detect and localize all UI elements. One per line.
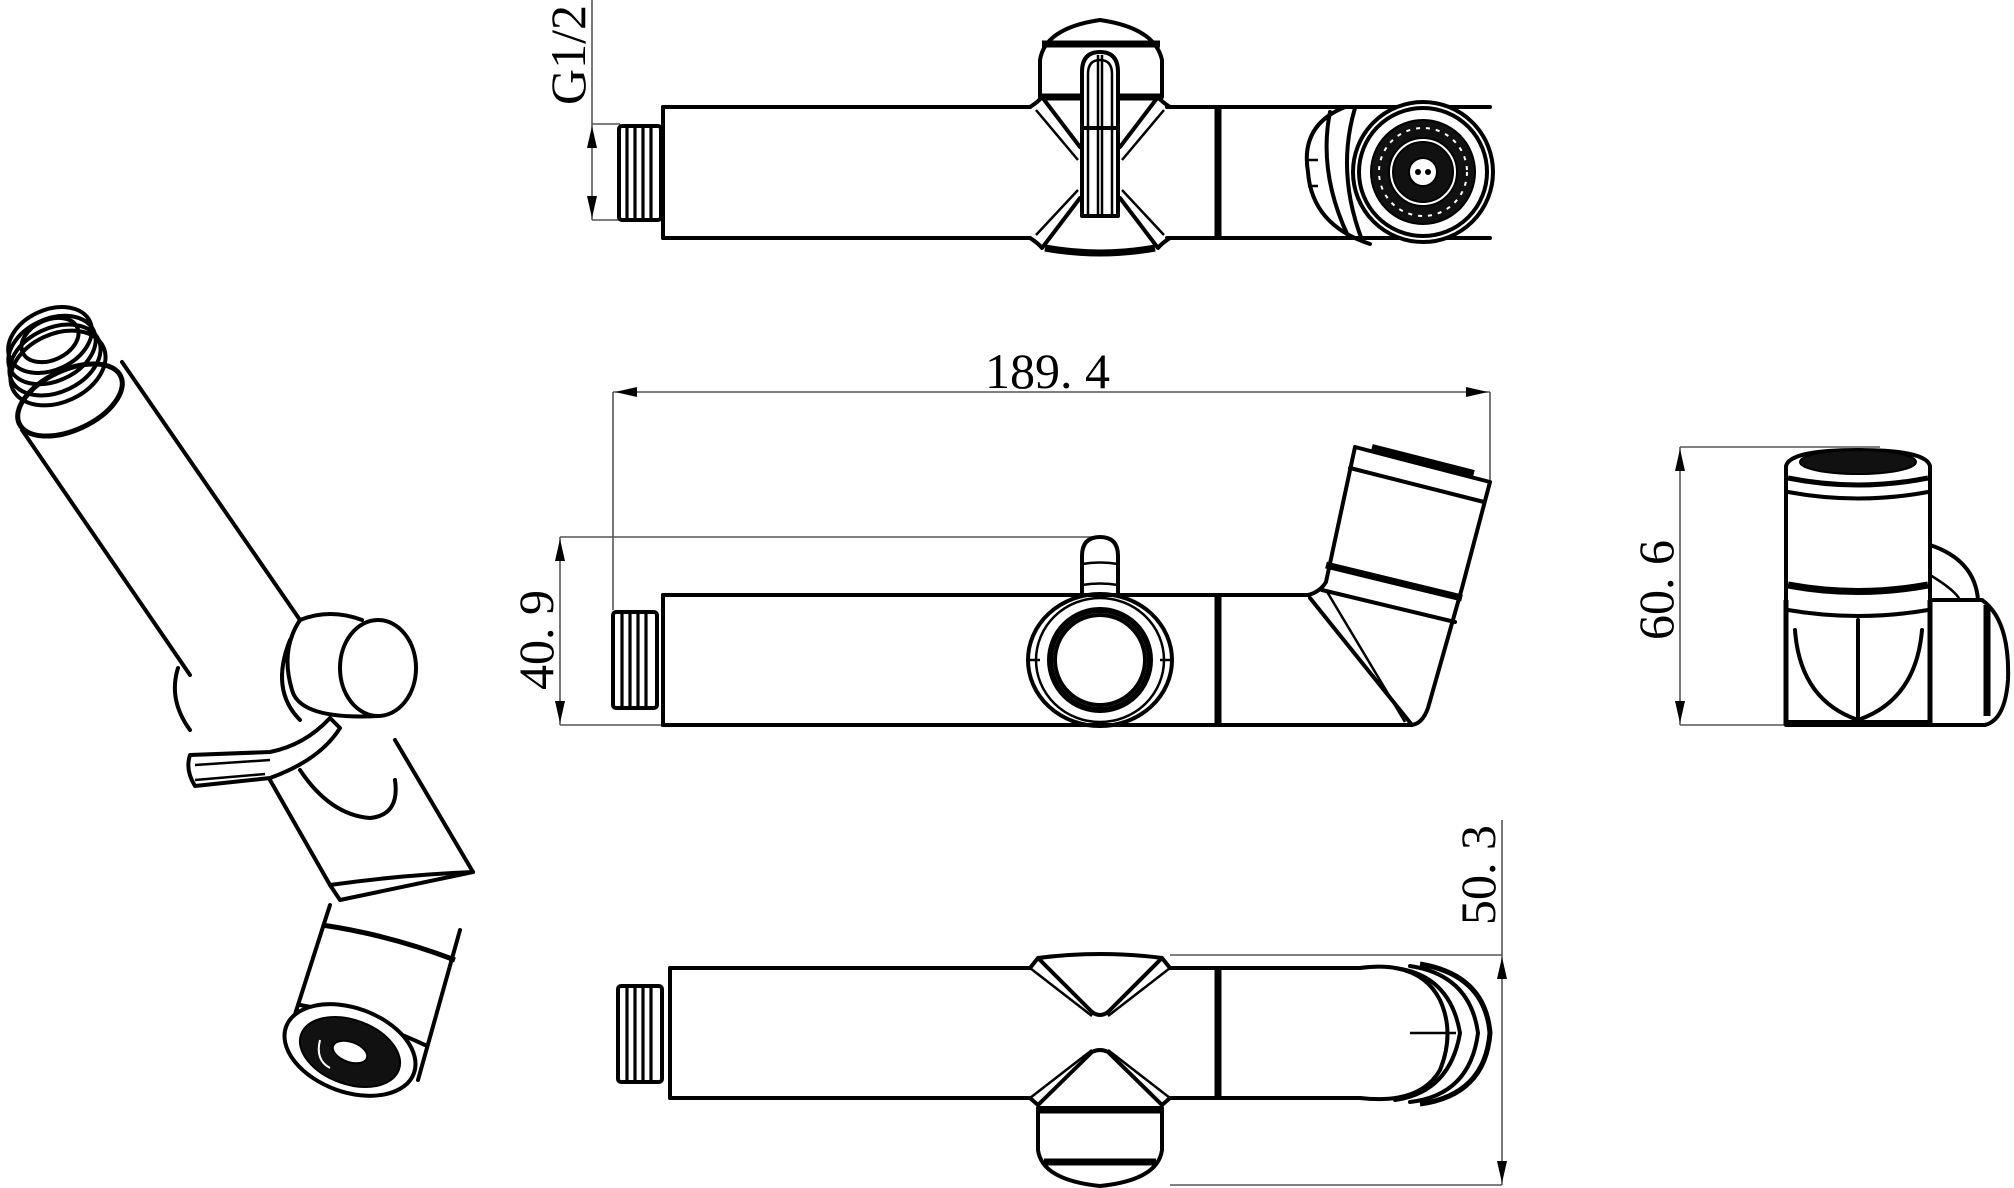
dimension-label-length: 189. 4 [985,343,1110,399]
dimension-side-height: 60. 6 [1628,446,1880,726]
bottom-view: 50. 3 [616,820,1507,1188]
top-view: G1/2 [540,0,1495,257]
thread-connector [611,593,665,727]
thread-connector [616,966,672,1100]
valve-knob [1036,1106,1164,1188]
dimension-label-height: 40. 9 [508,590,564,690]
dimension-overall-length: 189. 4 [612,343,1491,610]
valve-knob [1026,592,1174,728]
dimension-label-bottom: 50. 3 [1450,825,1506,925]
spray-head [1306,444,1492,727]
isometric-view [6,305,475,1098]
valve-lever [1080,535,1120,597]
spray-head [1358,961,1493,1107]
dimension-bottom-width: 50. 3 [1170,820,1507,1186]
spray-head [282,903,462,1098]
valve-lever [186,716,342,788]
valve-knob [172,612,418,732]
dimension-label-side: 60. 6 [1628,540,1684,640]
dimension-lever-height: 40. 9 [508,536,1100,726]
thread-connector [617,105,665,240]
dimension-label-g12: G1/2 [540,5,596,105]
front-view: 189. 4 40. 9 [508,343,1492,728]
valve-lever [1080,50,1120,218]
spray-head [1304,100,1495,246]
thread-connector [6,305,125,439]
side-view: 60. 6 [1628,446,2011,727]
dimension-g12: G1/2 [540,0,620,221]
